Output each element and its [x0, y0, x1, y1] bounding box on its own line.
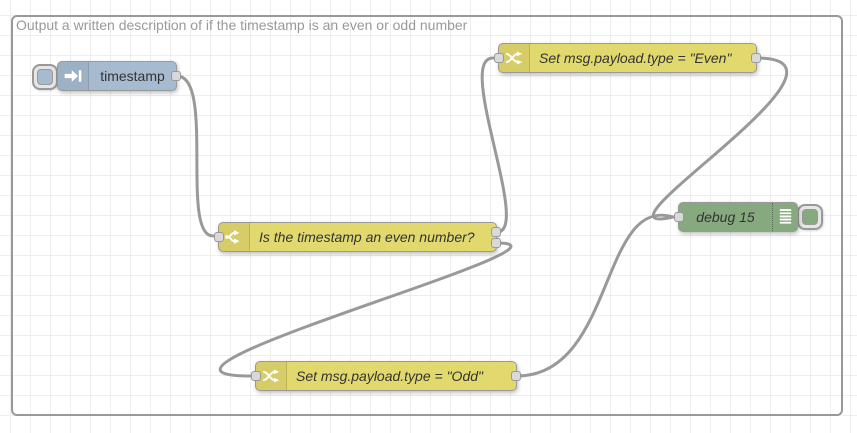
node-label: Is the timestamp an even number? [259, 229, 475, 245]
node-inject-timestamp[interactable]: timestamp [57, 61, 181, 91]
switch-output-port-2[interactable] [491, 238, 501, 248]
shuffle-icon [256, 362, 287, 390]
switch-fork-icon [219, 223, 250, 251]
node-change-set-even[interactable]: Set msg.payload.type = "Even" [494, 43, 761, 73]
wire-change-odd-to-debug[interactable] [515, 213, 675, 378]
debug-toggle-button[interactable] [797, 204, 823, 230]
node-debug-15[interactable]: debug 15 [674, 202, 798, 232]
node-label: Set msg.payload.type = "Even" [539, 50, 732, 66]
node-label: Set msg.payload.type = "Odd" [296, 368, 483, 384]
node-label: timestamp [100, 68, 165, 84]
change-even-output-port[interactable] [751, 53, 761, 63]
wire-inject-to-switch[interactable] [175, 74, 215, 238]
flow-group-label: Output a written description of if the t… [16, 17, 468, 33]
change-odd-output-port[interactable] [511, 371, 521, 381]
change-odd-input-port[interactable] [251, 371, 261, 381]
inject-arrow-icon [58, 62, 89, 90]
wire-switch-out1-to-change-even[interactable] [480, 56, 508, 234]
debug-lines-icon [772, 203, 797, 231]
node-switch-even-check[interactable]: Is the timestamp an even number? [214, 222, 501, 252]
wire-change-even-to-debug[interactable] [652, 56, 789, 221]
debug-input-port[interactable] [674, 212, 684, 222]
inject-trigger-button[interactable] [32, 64, 58, 90]
change-even-input-port[interactable] [494, 53, 504, 63]
node-label: debug 15 [696, 209, 755, 225]
switch-output-port-1[interactable] [491, 227, 501, 237]
flow-group-outline[interactable] [11, 15, 843, 416]
switch-input-port[interactable] [214, 232, 224, 242]
inject-trigger-button-face[interactable] [37, 69, 53, 85]
debug-toggle-button-face[interactable] [802, 209, 818, 225]
node-change-set-odd[interactable]: Set msg.payload.type = "Odd" [251, 361, 521, 391]
shuffle-icon [499, 44, 530, 72]
inject-output-port[interactable] [171, 71, 181, 81]
wire-switch-out2-to-change-odd[interactable] [218, 241, 513, 378]
